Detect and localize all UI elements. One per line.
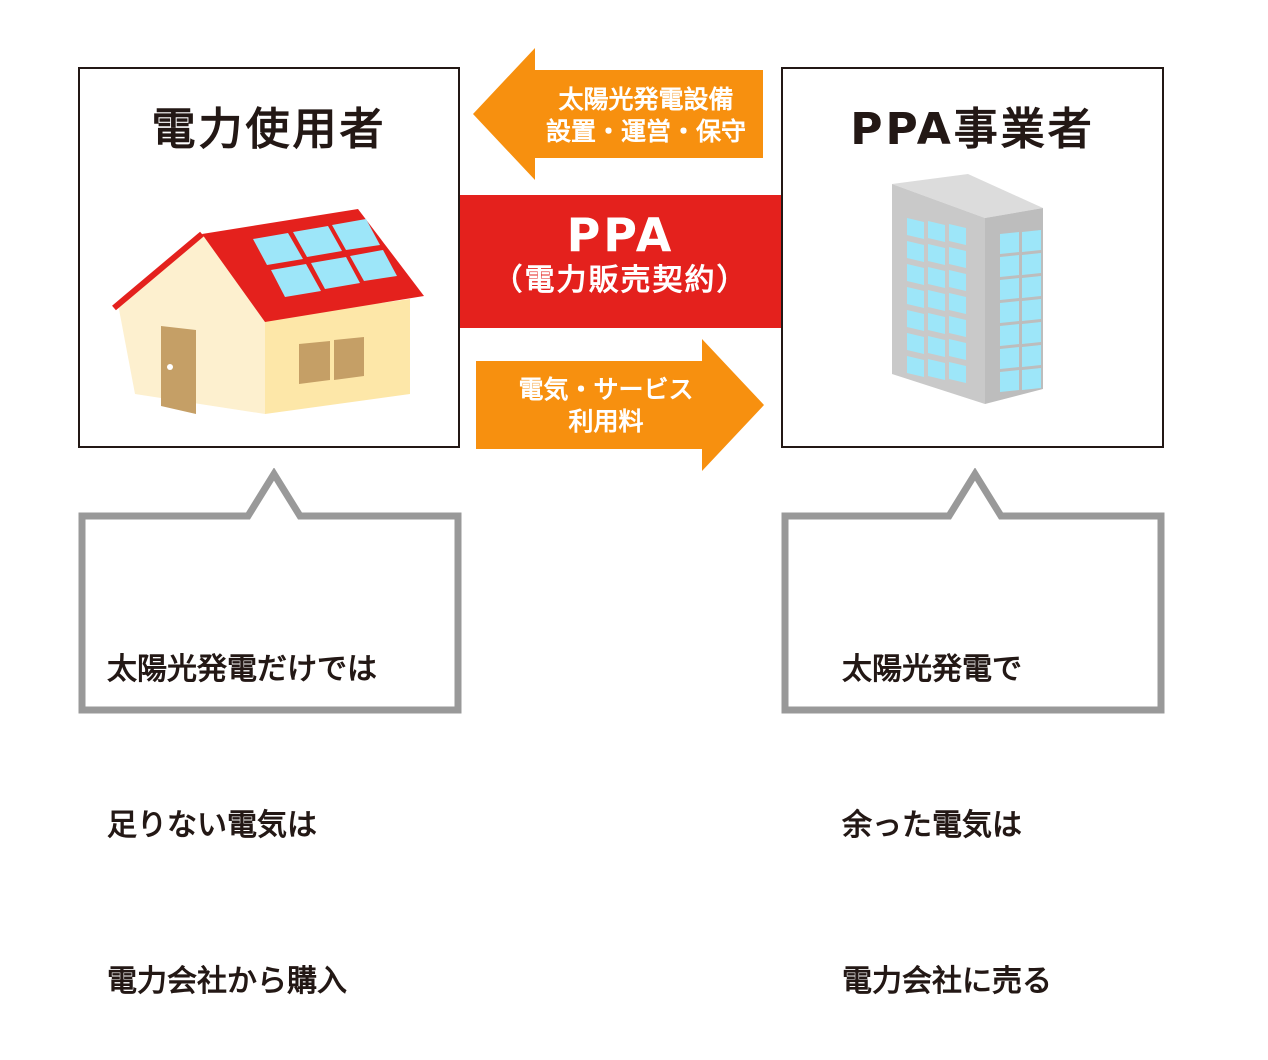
installation-service-label: 太陽光発電設備 設置・運営・保守 bbox=[535, 84, 757, 148]
building-window bbox=[1022, 276, 1041, 298]
building-window bbox=[907, 356, 924, 377]
building-window bbox=[1022, 230, 1041, 252]
building-window bbox=[1000, 301, 1019, 323]
building-window bbox=[928, 313, 945, 334]
user-note-line3: 電力会社から購入 bbox=[107, 964, 347, 999]
building-window bbox=[1000, 347, 1019, 369]
building-window bbox=[949, 339, 966, 360]
arrow-right-icon bbox=[476, 339, 764, 471]
user-note-line2: 足りない電気は bbox=[107, 808, 317, 843]
building-window bbox=[928, 336, 945, 357]
ppa-contract-subtitle: （電力販売契約） bbox=[492, 263, 749, 298]
building-window bbox=[928, 267, 945, 288]
building-window bbox=[907, 333, 924, 354]
building-window bbox=[1000, 232, 1019, 254]
building-window bbox=[928, 290, 945, 311]
ppa-contract-title: PPA bbox=[566, 208, 675, 262]
usage-fee-line2: 利用料 bbox=[568, 407, 644, 436]
office-building-icon bbox=[892, 174, 1043, 404]
building-window bbox=[907, 287, 924, 308]
building-window bbox=[907, 218, 924, 239]
building-window bbox=[1022, 322, 1041, 344]
electricity-user-title: 電力使用者 bbox=[151, 104, 387, 155]
building-window bbox=[949, 293, 966, 314]
building-window bbox=[1022, 368, 1041, 390]
building-window bbox=[907, 241, 924, 262]
installation-service-line2: 設置・運営・保守 bbox=[545, 117, 746, 146]
building-window bbox=[1022, 253, 1041, 275]
building-window bbox=[928, 221, 945, 242]
user-note-line1: 太陽光発電だけでは bbox=[107, 652, 377, 687]
installation-service-line1: 太陽光発電設備 bbox=[558, 85, 734, 114]
building-window bbox=[1000, 324, 1019, 346]
building-window bbox=[949, 362, 966, 383]
building-window bbox=[907, 310, 924, 331]
ppa-provider-title: PPA事業者 bbox=[850, 104, 1095, 155]
ppa-contract-band: PPA （電力販売契約） bbox=[460, 195, 781, 328]
user-note-bubble bbox=[78, 468, 462, 714]
building-window bbox=[928, 244, 945, 265]
usage-fee-label: 電気・サービス 利用料 bbox=[476, 374, 736, 438]
building-window bbox=[928, 359, 945, 380]
building-window bbox=[949, 247, 966, 268]
electricity-user-panel: 電力使用者 bbox=[78, 67, 460, 448]
provider-note-line2: 余った電気は bbox=[842, 808, 1022, 843]
provider-note-line3: 電力会社に売る bbox=[842, 964, 1052, 999]
ppa-provider-panel: PPA事業者 bbox=[781, 67, 1164, 448]
building-window bbox=[949, 270, 966, 291]
building-window bbox=[907, 264, 924, 285]
provider-note-line1: 太陽光発電で bbox=[842, 652, 1022, 687]
house-with-solar-panels-icon bbox=[112, 209, 424, 414]
building-window bbox=[949, 224, 966, 245]
building-window bbox=[1022, 345, 1041, 367]
usage-fee-line1: 電気・サービス bbox=[518, 375, 694, 404]
arrow-left-icon bbox=[473, 48, 763, 180]
provider-note-text: 太陽光発電で 余った電気は 電力会社に売る bbox=[842, 540, 1052, 1060]
user-note-text: 太陽光発電だけでは 足りない電気は 電力会社から購入 bbox=[107, 540, 377, 1060]
building-window bbox=[1000, 370, 1019, 392]
building-window bbox=[1000, 255, 1019, 277]
building-window bbox=[949, 316, 966, 337]
building-window bbox=[1000, 278, 1019, 300]
provider-note-bubble bbox=[781, 468, 1165, 714]
building-window bbox=[1022, 299, 1041, 321]
